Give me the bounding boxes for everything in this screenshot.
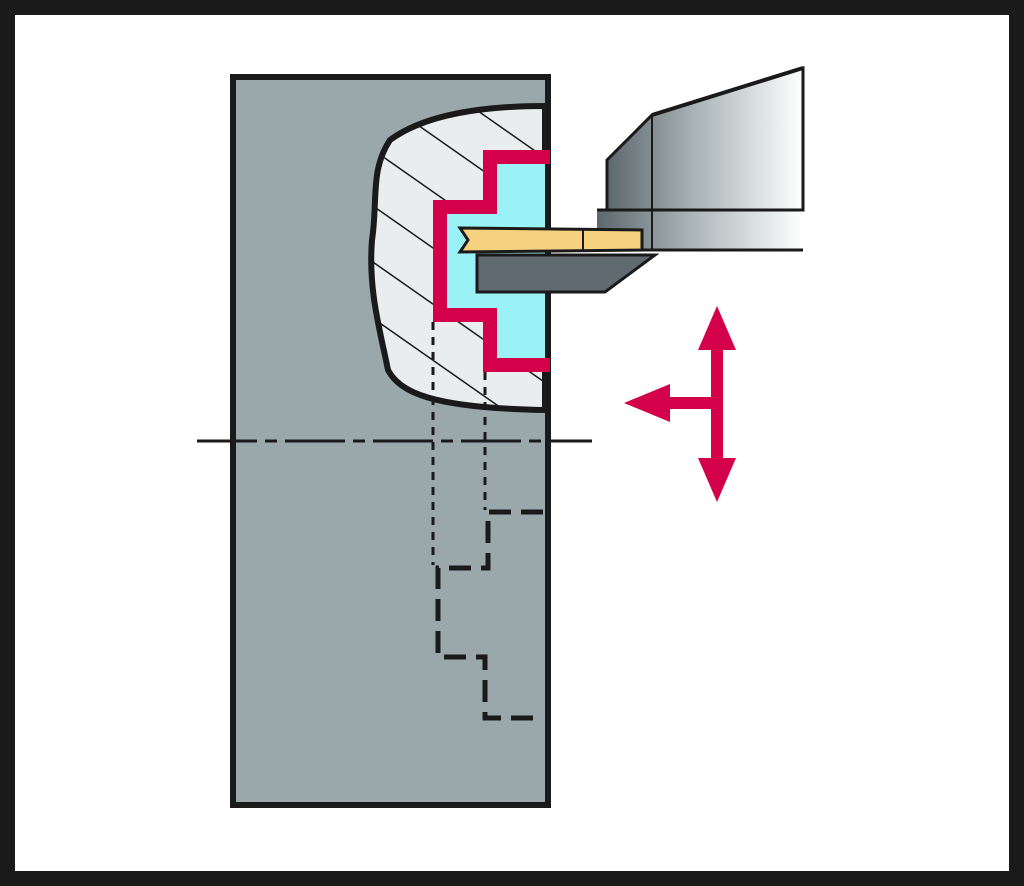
holder-edge	[651, 66, 804, 117]
hidden-groove-profile	[435, 509, 543, 721]
tool-holder-body	[605, 65, 805, 212]
feed-direction-arrows-icon	[624, 306, 736, 502]
machined-profile	[433, 150, 550, 372]
tool-blade	[475, 253, 660, 294]
cutting-insert	[457, 226, 644, 254]
